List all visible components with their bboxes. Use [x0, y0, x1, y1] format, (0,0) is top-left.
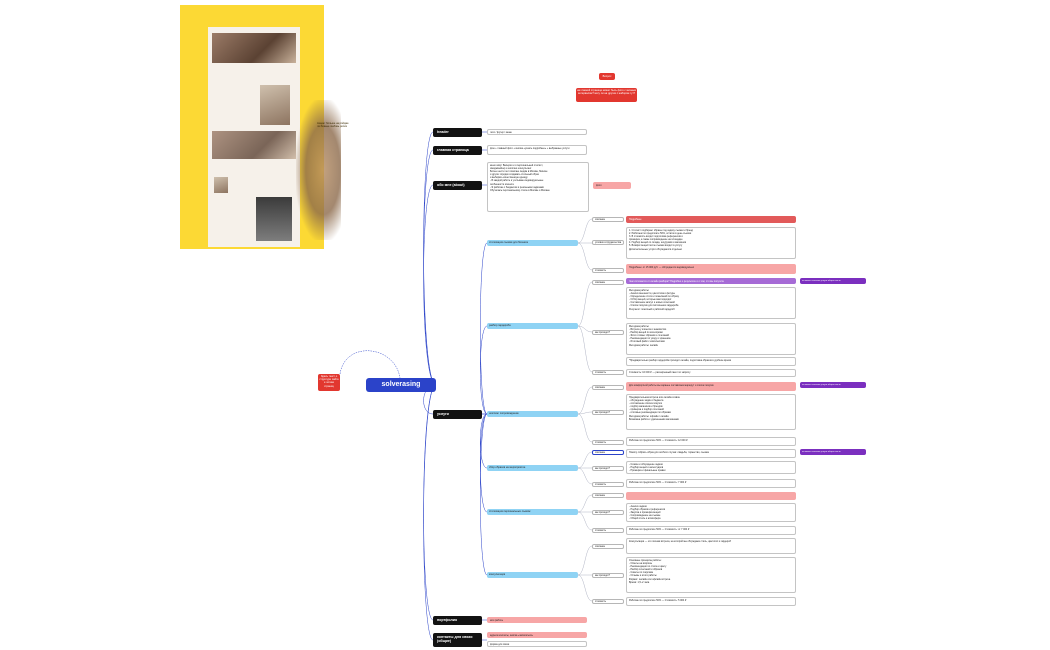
- service-label: описание: [592, 544, 624, 549]
- service-label: описание: [592, 450, 624, 455]
- service-label: как проходит?: [592, 466, 624, 471]
- service-price: Работаю по предоплате 50% — Стоимость: 7…: [626, 479, 796, 488]
- question-tag: Вопрос: [599, 73, 615, 80]
- service-process: - Созвон и обсуждение задачи- Подбор вещ…: [626, 461, 796, 474]
- service-label: стоимость: [592, 440, 624, 445]
- service-description: Помогу собрать образ для особого случая:…: [626, 449, 796, 458]
- service-price: Работаю по предоплате 50% — Стоимость: 5…: [626, 597, 796, 606]
- section-portfolio[interactable]: портфолио: [433, 616, 482, 625]
- service-process: Основные принципы работы:- Ответы на воп…: [626, 557, 796, 593]
- service-description: Методика работы:- Анализ внешности, цвет…: [626, 287, 796, 319]
- service-label: как проходит?: [592, 510, 624, 515]
- preview-caption: Акцент больше на рэйдже ля безные любовь…: [317, 122, 349, 129]
- service-description: Для комфортной работы мы заранее составл…: [626, 382, 796, 391]
- service-description: Подробнее: [626, 216, 796, 223]
- service-label: как проходит?: [592, 410, 624, 415]
- service-label: стоимость: [592, 599, 624, 604]
- service-price: Стоимость: 10 000 ₽ — расширенный пакет …: [626, 369, 796, 377]
- service-label: описание: [592, 217, 624, 222]
- service-process: - Анализ задачи- Подбор образов и рефере…: [626, 503, 796, 522]
- structure-note: Здесь текст о структуре сайта и логике с…: [318, 374, 340, 391]
- about-text: меня зовут Валерия и я персональный стил…: [487, 162, 589, 212]
- side-tag: на макет спасены услуги общая часть: [800, 382, 866, 388]
- root-node[interactable]: solverasing: [366, 378, 436, 392]
- service-wardrobe-review[interactable]: разбор гардероба: [487, 323, 578, 329]
- service-label: описание: [592, 385, 624, 390]
- about-tag: фото: [593, 182, 631, 189]
- side-tag: на макет спасены услуги общая часть: [800, 449, 866, 455]
- service-personal-shoot[interactable]: стилизация персональных съемок: [487, 509, 578, 515]
- main-note: фон + главный фото + кнопка «узнать подр…: [487, 145, 587, 155]
- header-note: лого / футер / меню: [487, 129, 587, 135]
- service-description: Консультация — это личная встреча, на ко…: [626, 538, 796, 554]
- service-price: Подробнее: от 15 000 руб. — обсуждается …: [626, 264, 796, 274]
- service-label: описание: [592, 280, 624, 285]
- service-label: стоимость: [592, 482, 624, 487]
- service-label: стоимость: [592, 268, 624, 273]
- service-description: [626, 492, 796, 500]
- contacts-note: адреса контакты, кнопка «записаться»: [487, 632, 587, 638]
- section-about[interactable]: обо мне (about): [433, 181, 482, 190]
- service-price: Работаю по предоплате 50% — Стоимость: 1…: [626, 437, 796, 446]
- portfolio-note: мои работы: [487, 617, 587, 623]
- service-label: стоимость: [592, 370, 624, 375]
- section-contacts[interactable]: контакты для связи (общие): [433, 633, 482, 647]
- preview-page: [208, 27, 300, 247]
- service-event-look[interactable]: сбор образов на мероприятие: [487, 465, 578, 471]
- service-consultation[interactable]: консультация: [487, 572, 578, 578]
- preview-about-photo: [260, 85, 290, 125]
- service-terms: 1. Стилист подбирает образы под задачу с…: [626, 227, 796, 259]
- preview-portrait-photo: [256, 197, 292, 241]
- preview-thumb-photo: [214, 177, 228, 193]
- contacts-form-note: форма для связи: [487, 641, 587, 647]
- service-price: Работаю по предоплате 50% — Стоимость: о…: [626, 526, 796, 535]
- service-footnote: *Предварительно разбор гардероба проходи…: [626, 357, 796, 366]
- preview-banner-photo: [212, 131, 296, 159]
- service-business-shoot[interactable]: стилизация съемки для бизнеса: [487, 240, 578, 246]
- question-note: на главной странице может быть фото с ми…: [576, 88, 637, 102]
- service-process: Методика работы:- Встреча у клиента и зн…: [626, 323, 796, 355]
- service-head-note: Чем отличается от онлайн разбора? Подроб…: [626, 278, 796, 284]
- service-label: стоимость: [592, 528, 624, 533]
- section-main[interactable]: главная страница: [433, 146, 482, 155]
- section-services[interactable]: услуги: [433, 410, 482, 419]
- service-shopping[interactable]: шоппинг сопровождение: [487, 411, 578, 417]
- service-label: как проходит?: [592, 330, 624, 335]
- service-label: условия сотрудничества: [592, 240, 624, 245]
- side-tag: на макет спасены услуги общая часть: [800, 278, 866, 284]
- section-header[interactable]: header: [433, 128, 482, 137]
- service-label: как проходит?: [592, 573, 624, 578]
- preview-hero-photo: [212, 33, 296, 63]
- service-process: Предварительная встреча или онлайн созво…: [626, 394, 796, 430]
- service-label: описание: [592, 493, 624, 498]
- preview-rock-decoration: [296, 100, 341, 240]
